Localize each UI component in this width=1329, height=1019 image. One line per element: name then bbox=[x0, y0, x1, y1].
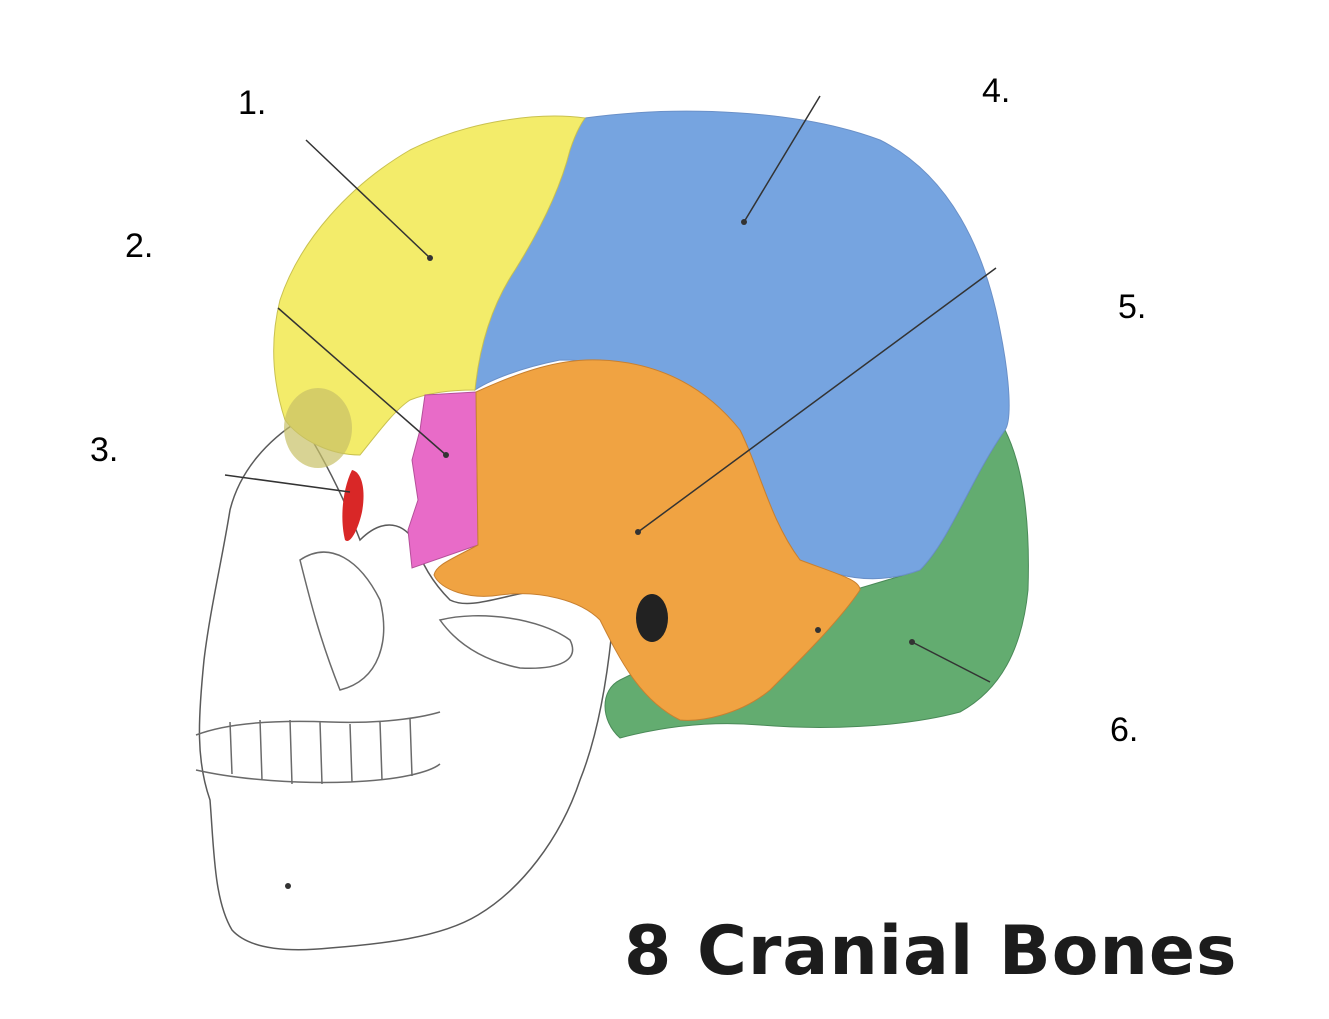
label-1: 1. bbox=[238, 84, 267, 122]
leader-dots bbox=[285, 219, 915, 889]
leader-lines bbox=[224, 95, 997, 683]
label-3: 3. bbox=[90, 431, 119, 469]
diagram-title: 8 Cranial Bones bbox=[624, 912, 1238, 991]
label-5: 5. bbox=[1118, 288, 1147, 326]
orbit-shadow bbox=[284, 388, 352, 468]
orbit-outline bbox=[299, 551, 574, 691]
sphenoid-bone bbox=[407, 391, 479, 569]
teeth bbox=[195, 711, 441, 785]
label-6: 6. bbox=[1110, 711, 1139, 749]
frontal-bone bbox=[273, 115, 586, 456]
ear-canal bbox=[636, 594, 668, 642]
label-2: 2. bbox=[125, 227, 154, 265]
label-4: 4. bbox=[982, 72, 1011, 110]
temporal-bone bbox=[433, 359, 861, 721]
lacrimal-bone bbox=[342, 470, 364, 541]
